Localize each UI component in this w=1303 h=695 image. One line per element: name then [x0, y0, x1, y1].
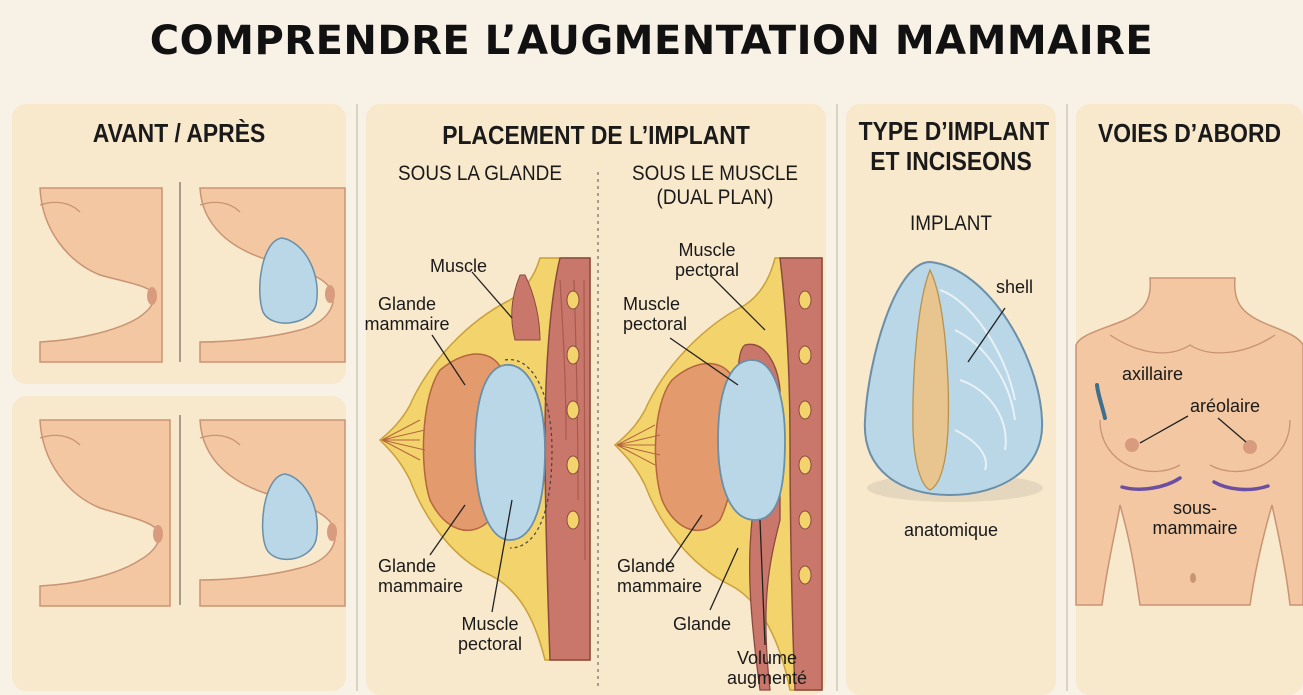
implant-caption: anatomique	[903, 520, 999, 540]
label-volume-augmente-1: Volume	[736, 648, 798, 668]
breast-before-bottom	[39, 419, 171, 607]
before-after-figures	[39, 182, 346, 607]
label-glande-mammaire-right-1: Glande	[617, 556, 676, 576]
label-glande-mammaire-right-2: mammaire	[617, 576, 703, 596]
divider-1	[356, 104, 358, 691]
label-muscle-pectoral-1: Muscle	[461, 614, 519, 634]
breast-before-top	[39, 187, 163, 363]
label-glande-mammaire-top-2: mammaire	[364, 314, 450, 334]
submuscular-subtitle-2: (DUAL PLAN)	[656, 186, 774, 209]
label-muscle-pectoral-mid-2: pectoral	[623, 314, 688, 334]
label-areolaire: aréolaire	[1190, 396, 1261, 416]
label-glande-mammaire-bottom-1: Glande	[378, 556, 437, 576]
label-volume-augmente-2: augmenté	[726, 668, 808, 688]
label-sous-mammaire-2: mammaire	[1152, 518, 1238, 538]
divider-3	[1066, 104, 1068, 691]
implant-type-title-1: TYPE D’IMPLANT	[858, 116, 1050, 146]
subglandular-subtitle: SOUS LA GLANDE	[398, 162, 562, 185]
implant-type-title-2: ET INCISEONS	[870, 146, 1032, 176]
label-sous-mammaire-1: sous-	[1172, 498, 1217, 518]
incisions-title: VOIES D’ABORD	[1097, 118, 1282, 148]
label-muscle-pectoral-upper-1: Muscle	[678, 240, 736, 260]
label-shell: shell	[996, 277, 1034, 297]
label-muscle-pectoral-mid-1: Muscle	[623, 294, 681, 314]
label-glande: Glande	[673, 614, 732, 634]
label-muscle-pectoral-upper-2: pectoral	[674, 260, 740, 280]
label-axillaire: axillaire	[1122, 364, 1184, 384]
placement-title: PLACEMENT DE L’IMPLANT	[442, 120, 750, 150]
divider-2	[836, 104, 838, 691]
placement-cross-sections	[378, 172, 823, 691]
breast-after-bottom	[199, 419, 346, 607]
label-glande-mammaire-bottom-2: mammaire	[378, 576, 464, 596]
before-after-title: AVANT / APRÈS	[92, 118, 266, 148]
label-muscle-pectoral-2: pectoral	[457, 634, 523, 654]
page-title: COMPRENDRE L’AUGMENTATION MAMMAIRE	[149, 18, 1154, 64]
submuscular-subtitle-1: SOUS LE MUSCLE	[632, 162, 798, 185]
implant-illustration	[863, 260, 1044, 502]
breast-after-top	[199, 187, 346, 363]
label-muscle: Muscle	[430, 256, 488, 276]
subglandular-section	[378, 257, 591, 661]
submuscular-section	[613, 257, 823, 691]
label-glande-mammaire-top-1: Glande	[377, 294, 437, 314]
implant-subtitle: IMPLANT	[910, 212, 992, 235]
